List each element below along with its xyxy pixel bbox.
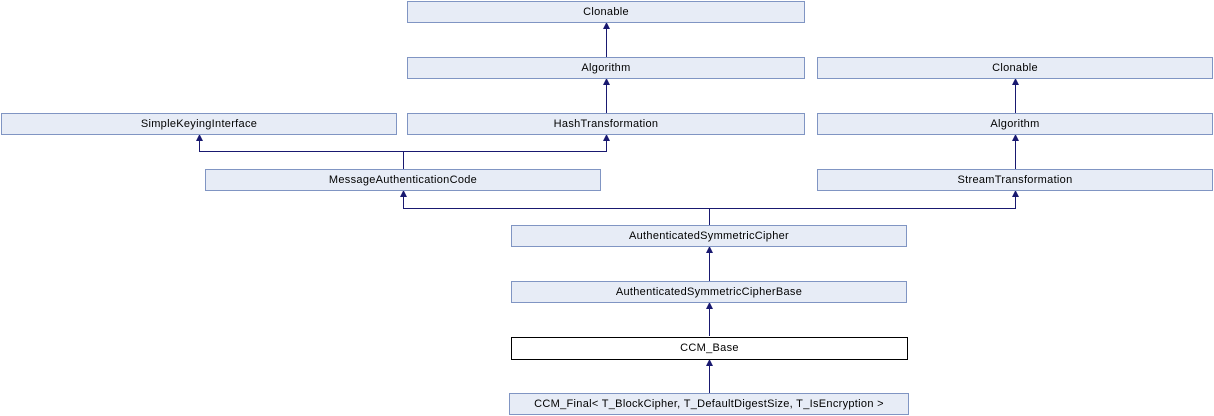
inheritance-edge-line — [709, 308, 710, 336]
class-node-clonable-top[interactable]: Clonable — [407, 1, 805, 23]
class-node-clonable-right[interactable]: Clonable — [817, 57, 1213, 79]
class-node-label: AuthenticatedSymmetricCipher — [628, 229, 790, 242]
class-node-simple-keying-interface[interactable]: SimpleKeyingInterface — [1, 113, 397, 135]
inheritance-arrowhead-icon — [603, 79, 610, 85]
inheritance-edge-line — [403, 152, 404, 169]
inheritance-edge-line — [606, 84, 607, 113]
class-node-label: Clonable — [992, 61, 1038, 74]
inheritance-edge-line — [403, 208, 1016, 209]
class-node-authenticated-symmetric-cipher[interactable]: AuthenticatedSymmetricCipher — [511, 225, 907, 247]
inheritance-edge-line — [709, 209, 710, 225]
inheritance-edge-line — [403, 196, 404, 209]
class-node-label: HashTransformation — [553, 117, 659, 130]
class-node-hash-transformation[interactable]: HashTransformation — [407, 113, 805, 135]
class-node-label: Algorithm — [581, 61, 631, 74]
inheritance-arrowhead-icon — [603, 23, 610, 29]
class-node-label: CCM_Base — [680, 342, 739, 354]
inheritance-arrowhead-icon — [196, 135, 203, 141]
class-node-label: SimpleKeyingInterface — [140, 117, 258, 130]
inheritance-arrowhead-icon — [1012, 135, 1019, 141]
inheritance-edge-line — [1015, 140, 1016, 169]
class-node-label: StreamTransformation — [957, 173, 1073, 186]
inheritance-arrowhead-icon — [603, 135, 610, 141]
class-node-label: Clonable — [583, 5, 629, 18]
inheritance-arrowhead-icon — [706, 303, 713, 309]
class-node-label: CCM_Final< T_BlockCipher, T_DefaultDiges… — [534, 397, 884, 410]
class-node-label: Algorithm — [990, 117, 1040, 130]
inheritance-edge-line — [709, 252, 710, 281]
class-node-algorithm-right[interactable]: Algorithm — [817, 113, 1213, 135]
inheritance-edge-line — [709, 365, 710, 393]
class-node-message-authentication-code[interactable]: MessageAuthenticationCode — [205, 169, 601, 191]
class-node-algorithm-left[interactable]: Algorithm — [407, 57, 805, 79]
class-node-ccm-final[interactable]: CCM_Final< T_BlockCipher, T_DefaultDiges… — [509, 393, 909, 415]
inheritance-edge-line — [606, 140, 607, 152]
inheritance-edge-line — [1015, 84, 1016, 113]
inheritance-arrowhead-icon — [706, 360, 713, 366]
class-node-authenticated-symmetric-cipher-base[interactable]: AuthenticatedSymmetricCipherBase — [511, 281, 907, 303]
class-node-stream-transformation[interactable]: StreamTransformation — [817, 169, 1213, 191]
inheritance-arrowhead-icon — [706, 247, 713, 253]
inheritance-arrowhead-icon — [400, 191, 407, 197]
class-node-label: AuthenticatedSymmetricCipherBase — [615, 285, 803, 298]
inheritance-edge-line — [606, 28, 607, 57]
inheritance-edge-line — [199, 140, 200, 152]
inheritance-arrowhead-icon — [1012, 79, 1019, 85]
inheritance-edge-line — [199, 151, 607, 152]
inheritance-edge-line — [1015, 196, 1016, 209]
class-node-label: MessageAuthenticationCode — [328, 173, 478, 186]
class-node-ccm-base: CCM_Base — [511, 337, 908, 360]
inheritance-arrowhead-icon — [1012, 191, 1019, 197]
